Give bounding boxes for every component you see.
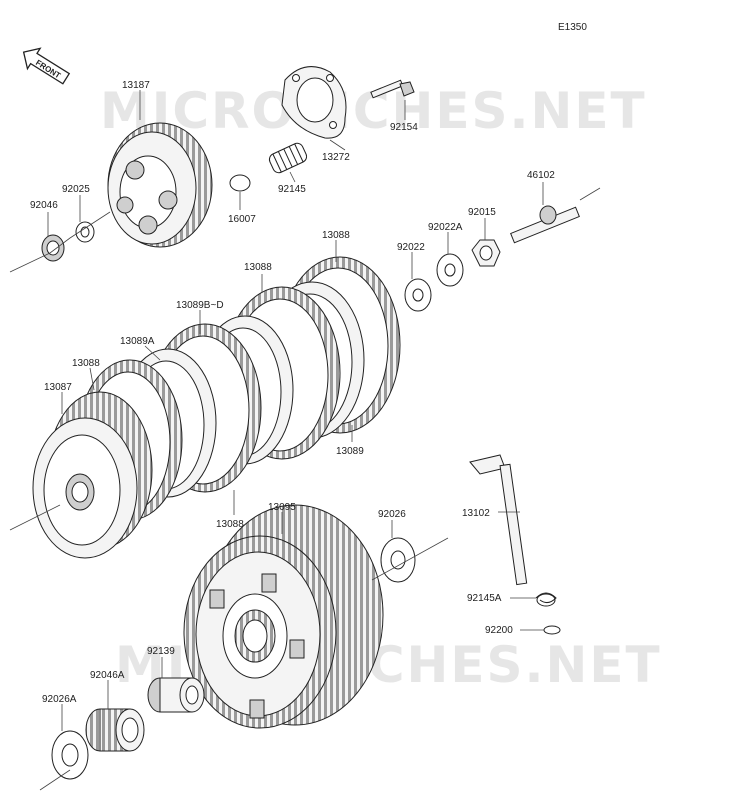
clutch-hub-13087 xyxy=(32,391,153,559)
label-13088-top: 13088 xyxy=(322,230,350,241)
label-92022: 92022 xyxy=(397,242,425,253)
needle-bearing-92046a xyxy=(85,708,145,752)
spring-92145a xyxy=(535,592,557,607)
front-arrow-icon: FRONT xyxy=(22,47,71,85)
label-92145a: 92145A xyxy=(467,593,502,604)
label-13272: 13272 xyxy=(322,152,350,163)
label-92154: 92154 xyxy=(390,122,418,133)
label-13095: 13095 xyxy=(268,502,296,513)
label-92046a: 92046A xyxy=(90,670,125,681)
label-92025: 92025 xyxy=(62,184,90,195)
label-13089a: 13089A xyxy=(120,336,155,347)
label-13088-bottom: 13088 xyxy=(216,519,244,530)
label-13088-left: 13088 xyxy=(72,358,100,369)
lifter-plate-13272 xyxy=(281,66,347,139)
pressure-plate-13187 xyxy=(107,122,213,248)
label-92139: 92139 xyxy=(147,646,175,657)
label-13102: 13102 xyxy=(462,508,490,519)
label-46102: 46102 xyxy=(527,170,555,181)
label-92026a: 92026A xyxy=(42,694,77,705)
label-13087: 13087 xyxy=(44,382,72,393)
pushrod-46102 xyxy=(510,205,580,244)
clutch-housing-13095 xyxy=(183,504,384,729)
label-92026: 92026 xyxy=(378,509,406,520)
label-13089: 13089 xyxy=(336,446,364,457)
bolt-92154 xyxy=(370,79,415,99)
label-13089b-d: 13089B~D xyxy=(176,300,224,311)
release-shaft-13102 xyxy=(469,454,528,586)
collar-16007 xyxy=(229,174,251,192)
circlip-92200 xyxy=(543,625,561,635)
nut-92015 xyxy=(471,239,501,267)
diagram-code: E1350 xyxy=(558,22,587,33)
spacer-92139 xyxy=(147,677,205,713)
label-13187: 13187 xyxy=(122,80,150,91)
spring-92145 xyxy=(268,142,308,174)
label-92200: 92200 xyxy=(485,625,513,636)
label-13088-second: 13088 xyxy=(244,262,272,273)
label-16007: 16007 xyxy=(228,214,256,225)
label-92145: 92145 xyxy=(278,184,306,195)
label-92015: 92015 xyxy=(468,207,496,218)
label-92022a: 92022A xyxy=(428,222,463,233)
label-92046: 92046 xyxy=(30,200,58,211)
